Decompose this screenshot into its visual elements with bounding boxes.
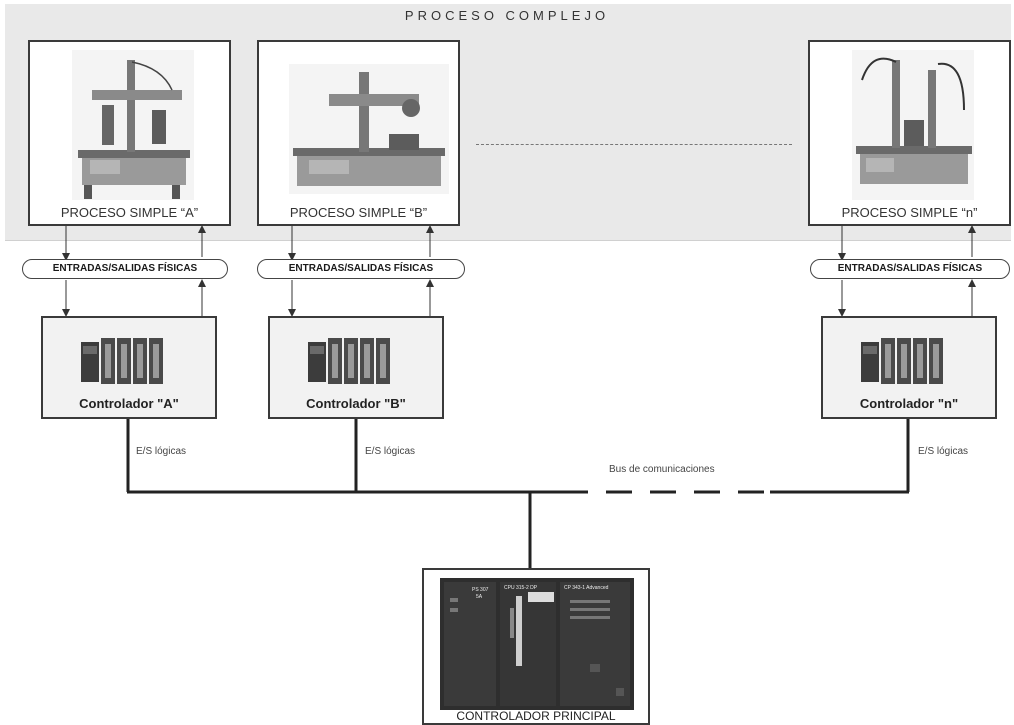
main-controller-box: PS 307 5A CPU 315-2 DP CP 343-1 Advanced… (422, 568, 650, 725)
physical-io-label-n: ENTRADAS/SALIDAS FÍSICAS (810, 259, 1010, 279)
logic-io-label-a: E/S lógicas (136, 446, 186, 457)
controller-box-a: Controlador "A" (41, 316, 217, 419)
plc-icon (308, 338, 392, 384)
logic-io-label-n: E/S lógicas (918, 446, 968, 457)
controller-box-b: Controlador "B" (268, 316, 444, 419)
communication-bus (127, 418, 909, 569)
controller-label-b: Controlador "B" (270, 396, 442, 411)
cpu-label: CPU 315-2 DP (504, 585, 538, 591)
ps-amp-label: 5A (476, 594, 483, 600)
main-controller-label: CONTROLADOR PRINCIPAL (424, 709, 648, 723)
plc-icon (861, 338, 945, 384)
bus-label: Bus de comunicaciones (609, 464, 715, 475)
controller-label-a: Controlador "A" (43, 396, 215, 411)
ps-label: PS 307 (472, 587, 489, 593)
physical-io-label-b: ENTRADAS/SALIDAS FÍSICAS (257, 259, 465, 279)
controller-box-n: Controlador "n" (821, 316, 997, 419)
main-controller-image: PS 307 5A CPU 315-2 DP CP 343-1 Advanced (440, 578, 634, 710)
controller-label-n: Controlador "n" (823, 396, 995, 411)
physical-io-label-a: ENTRADAS/SALIDAS FÍSICAS (22, 259, 228, 279)
logic-io-label-b: E/S lógicas (365, 446, 415, 457)
plc-icon (81, 338, 165, 384)
cp-label: CP 343-1 Advanced (564, 585, 609, 591)
